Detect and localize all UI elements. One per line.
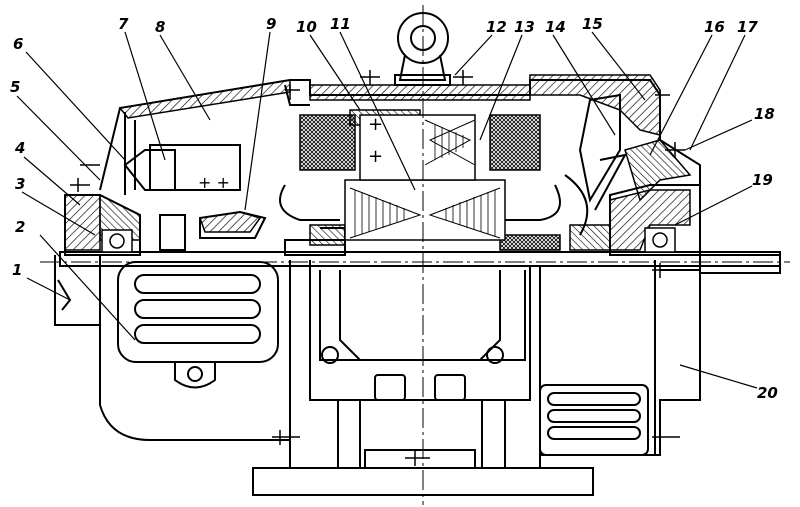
callout-label: 17 <box>737 18 758 36</box>
callout-label: 16 <box>704 18 725 36</box>
foot-right <box>481 399 506 468</box>
bearing-left <box>101 229 133 253</box>
callout-label: 19 <box>752 171 773 189</box>
callout-label: 9 <box>266 15 277 33</box>
callout-label: 15 <box>582 15 603 33</box>
housing-lower <box>99 255 701 469</box>
field-coil-right <box>489 114 541 171</box>
callout-label: 7 <box>118 15 129 33</box>
callout-label: 18 <box>754 105 775 123</box>
foot-left <box>337 399 361 468</box>
callout-label: 5 <box>10 78 21 96</box>
armature-core <box>344 179 506 241</box>
callout-label: 20 <box>757 384 778 402</box>
callout-label: 3 <box>15 175 26 193</box>
inner-window-center <box>339 270 501 361</box>
callout-label: 10 <box>296 18 317 36</box>
callout-label: 2 <box>15 218 26 236</box>
callout-label: 13 <box>514 18 535 36</box>
frame-right-hatch <box>529 74 661 136</box>
callout-label: 4 <box>15 139 26 157</box>
bearing-right <box>644 227 676 253</box>
callout-label: 11 <box>330 15 351 33</box>
left-cooling-window <box>117 261 279 363</box>
callout-label: 1 <box>12 261 23 279</box>
svg-text:+: + <box>368 146 383 167</box>
right-cooling-window <box>539 384 649 456</box>
svg-text:+: + <box>368 114 383 135</box>
brush-holder-box <box>149 144 241 191</box>
frame-top-hatch <box>309 84 531 101</box>
svg-text:+ +: + + <box>198 173 230 192</box>
callout-label: 8 <box>155 18 166 36</box>
callout-label: 12 <box>486 18 507 36</box>
callout-label: 6 <box>13 35 24 53</box>
field-coil-left <box>299 114 356 171</box>
callout-label: 14 <box>545 18 566 36</box>
